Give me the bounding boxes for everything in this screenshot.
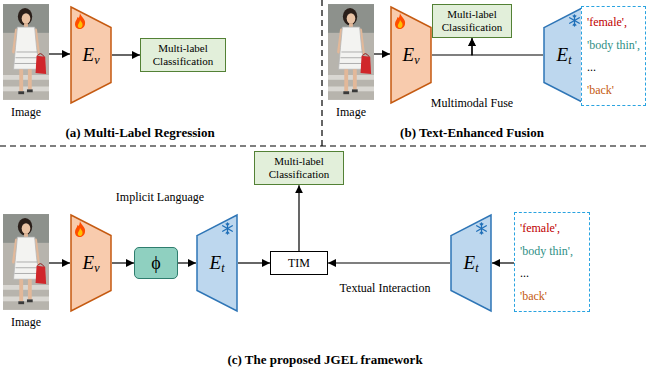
arrow-connector — [328, 262, 450, 263]
encoder-symbol: E — [83, 44, 95, 66]
image-label: Image — [11, 105, 41, 120]
image-input: Image — [3, 212, 49, 312]
arrow-connector — [112, 262, 134, 263]
attribute-item: 'body thin', — [520, 244, 584, 258]
arrow-connector — [298, 185, 299, 251]
encoder-label: Et — [196, 214, 238, 312]
attribute-item: 'body thin', — [587, 38, 640, 52]
subscript: t — [221, 261, 224, 276]
panel-caption: (a) Multi-Label Regression — [65, 125, 214, 141]
text-encoder: Et — [196, 214, 238, 312]
encoder-symbol: E — [83, 252, 95, 274]
divider-line — [0, 145, 649, 146]
classifier-box: Multi-label Classification — [432, 4, 512, 38]
encoder-symbol: E — [464, 252, 476, 274]
encoder-symbol: E — [210, 252, 222, 274]
visual-encoder: Ev — [70, 214, 112, 312]
box-label: Multi-label Classification — [144, 42, 222, 68]
subscript: t — [568, 53, 571, 68]
arrow-connector — [49, 262, 70, 263]
arrow-connector — [178, 262, 196, 263]
frozen-icon — [477, 223, 487, 234]
subscript: t — [475, 261, 478, 276]
image-label: Image — [336, 105, 366, 120]
encoder-outline — [451, 215, 491, 311]
box-label: ϕ — [151, 253, 160, 274]
arrow-connector — [374, 53, 390, 54]
attribute-list: 'female', 'body thin',... 'back' — [514, 212, 590, 312]
classifier-box: Multi-label Classification — [254, 151, 344, 185]
attribute-item: 'female', — [520, 221, 584, 235]
encoder-symbol: E — [403, 44, 415, 66]
pedestrian-photo — [3, 4, 49, 100]
attribute-item: ... — [520, 266, 584, 280]
encoder-label: Et — [450, 214, 492, 312]
encoder-outline — [71, 7, 111, 103]
annotation: Implicit Language — [116, 190, 204, 205]
arrow-connector — [49, 53, 70, 54]
attribute-item: 'female', — [587, 15, 640, 29]
frozen-icon — [223, 223, 233, 234]
subscript: v — [94, 261, 99, 276]
encoder-label: Ev — [70, 6, 112, 104]
trainable-icon — [395, 13, 405, 29]
encoder-outline — [197, 215, 237, 311]
encoder-label: Ev — [70, 214, 112, 312]
encoder-outline — [544, 7, 584, 103]
annotation: Multimodal Fuse — [431, 96, 513, 111]
panel-caption: (b) Text-Enhanced Fusion — [400, 125, 544, 141]
frozen-icon — [570, 15, 580, 26]
classifier-box: Multi-label Classification — [140, 38, 226, 72]
arrow-connector — [432, 38, 472, 55]
attribute-item: 'back' — [520, 289, 584, 303]
arrow-connector — [112, 54, 140, 55]
attribute-item: 'back' — [587, 83, 640, 97]
encoder-outline — [391, 7, 431, 103]
visual-encoder: Ev — [390, 6, 432, 104]
encoder-outline — [71, 215, 111, 311]
attribute-list: 'female', 'body thin',... 'back' — [581, 6, 646, 106]
trainable-icon — [75, 13, 85, 29]
box-label: Multi-label Classification — [258, 155, 340, 181]
subscript: v — [94, 53, 99, 68]
image-label: Image — [11, 315, 41, 330]
interaction-module: TIM — [270, 251, 328, 275]
pedestrian-photo — [328, 4, 374, 100]
trainable-icon — [75, 221, 85, 237]
arrow-connector — [472, 38, 543, 55]
subscript: v — [414, 53, 419, 68]
encoder-symbol: E — [557, 44, 569, 66]
panel-caption: (c) The proposed JGEL framework — [227, 352, 422, 368]
visual-encoder: Ev — [70, 6, 112, 104]
arrow-connector — [238, 262, 270, 263]
annotation: Textual Interaction — [340, 281, 431, 296]
text-encoder: Et — [543, 6, 585, 104]
text-encoder: Et — [450, 214, 492, 312]
mapping-box: ϕ — [134, 247, 178, 279]
box-label: TIM — [288, 256, 310, 271]
attribute-item: ... — [587, 60, 640, 74]
image-input: Image — [3, 2, 49, 102]
encoder-label: Ev — [390, 6, 432, 104]
encoder-label: Et — [543, 6, 585, 104]
pedestrian-photo — [3, 214, 49, 310]
arrow-connector — [492, 262, 514, 263]
divider-line — [321, 0, 322, 146]
image-input: Image — [328, 2, 374, 102]
box-label: Multi-label Classification — [436, 8, 508, 34]
